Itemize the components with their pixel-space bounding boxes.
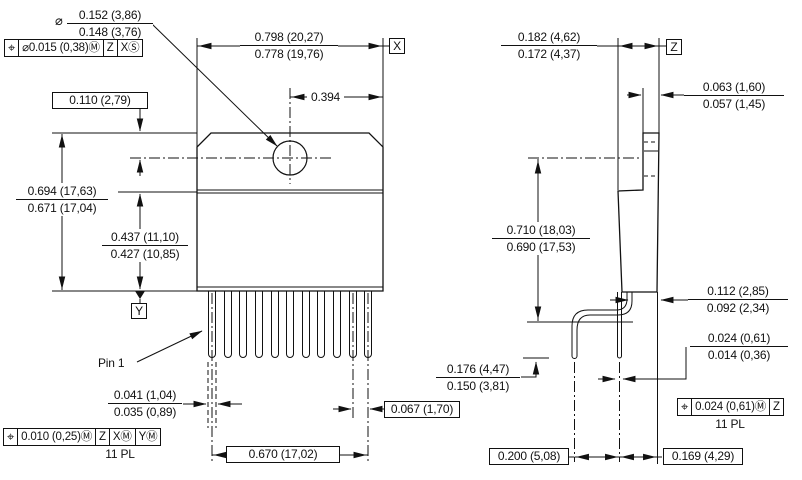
diameter-symbol: ⌀ xyxy=(55,13,63,28)
dim-lead-standoff: 0.176 (4,47) 0.150 (3,81) xyxy=(436,361,520,394)
dim-lead-width: 0.041 (1,04) 0.035 (0,89) xyxy=(108,387,182,420)
position-symbol-icon: ⌖ xyxy=(8,40,16,55)
pin1-label: Pin 1 xyxy=(98,356,125,370)
dim-hole-center-from-edge: 0.394 xyxy=(307,90,345,104)
front-view-centerlines xyxy=(130,88,369,464)
dim-lead-row-spacing: 0.200 (5,08) xyxy=(489,448,569,465)
dim-lead-span: 0.670 (17,02) xyxy=(226,446,340,463)
lead-tolerance-note: 11 PL xyxy=(105,447,135,461)
dim-hole-center-from-top: 0.110 (2,79) xyxy=(52,92,148,109)
lead-position-tolerance-frame: ⌖ 0.010 (0,25)Ⓜ Z XⓂ YⓂ xyxy=(3,428,162,446)
dim-lead-pitch: 0.067 (1,70) xyxy=(384,401,460,418)
datum-x: X xyxy=(389,38,405,54)
position-symbol-icon: ⌖ xyxy=(681,399,689,414)
dim-height-to-seating-plane: 0.710 (18,03) 0.690 (17,53) xyxy=(492,222,590,255)
dim-lead-to-datum: 0.112 (2,85) 0.092 (2,34) xyxy=(688,283,788,316)
dim-body-thickness: 0.182 (4,62) 0.172 (4,37) xyxy=(501,29,597,62)
dim-package-width: 0.798 (20,27) 0.778 (19,76) xyxy=(240,29,338,62)
dim-package-height: 0.694 (17,63) 0.671 (17,04) xyxy=(16,183,108,216)
hole-position-tolerance-frame: ⌖ ⌀0.015 (0,38)Ⓜ Z XⓈ xyxy=(4,39,144,57)
datum-z: Z xyxy=(666,39,682,55)
lead-thickness-tolerance-frame: ⌖ 0.024 (0,61)Ⓜ Z xyxy=(677,398,784,416)
side-view-centerlines xyxy=(528,157,641,462)
datum-y: Y xyxy=(131,303,147,319)
side-view-leads xyxy=(571,292,633,359)
dim-tab-thickness: 0.063 (1,60) 0.057 (1,45) xyxy=(684,79,784,112)
dim-body-height: 0.437 (11,10) 0.427 (10,85) xyxy=(102,229,188,262)
dim-lead-row-to-datum: 0.169 (4,29) xyxy=(663,448,743,465)
dim-hole-diameter: 0.152 (3,86) 0.148 (3,76) xyxy=(67,7,153,40)
lead-thickness-note: 11 PL xyxy=(715,417,745,431)
side-view-outline xyxy=(617,132,660,293)
side-view-dimensions xyxy=(521,38,688,464)
front-view-package-outline xyxy=(196,132,384,292)
front-view-leads xyxy=(208,291,372,358)
position-symbol-icon: ⌖ xyxy=(7,429,15,444)
dim-lead-thickness: 0.024 (0,61) 0.014 (0,36) xyxy=(690,330,788,363)
